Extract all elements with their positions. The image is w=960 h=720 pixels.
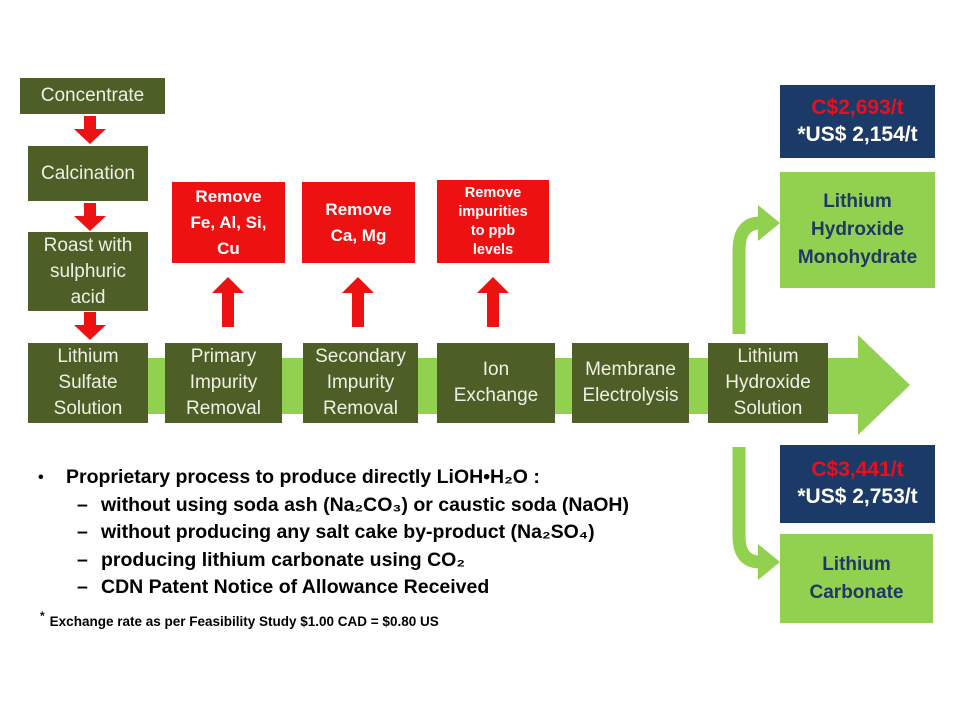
impurity-callout-primary: Remove Fe, Al, Si, Cu xyxy=(172,182,285,263)
dash-marker-icon: – xyxy=(77,548,88,571)
price-cad: C$2,693/t xyxy=(811,95,904,119)
price-cad: C$3,441/t xyxy=(811,458,904,481)
prep-step-roast: Roast with sulphuric acid xyxy=(28,232,148,311)
dash-marker-icon: – xyxy=(77,576,88,598)
notes-sub-bullet-2: – without producing any salt cake by-pro… xyxy=(77,519,698,547)
footnote: * Exchange rate as per Feasibility Study … xyxy=(40,609,439,629)
prep-step-calcination: Calcination xyxy=(28,146,148,201)
notes-bullet: • Proprietary process to produce directl… xyxy=(38,464,698,492)
up-arrow-icon xyxy=(212,277,244,327)
impurity-callout-secondary: Remove Ca, Mg xyxy=(302,182,415,263)
notes-sub-bullet-text: producing lithium carbonate using CO₂ xyxy=(101,548,466,571)
down-arrow-icon xyxy=(74,116,106,144)
price-box-carbonate: C$3,441/t *US$ 2,753/t xyxy=(780,445,935,523)
process-flow-arrow-head xyxy=(858,335,910,435)
notes-block: • Proprietary process to produce directl… xyxy=(38,464,698,602)
branch-arrow-to-monohydrate xyxy=(732,205,780,334)
footnote-text: Exchange rate as per Feasibility Study $… xyxy=(49,614,439,629)
notes-sub-bullet-1: – without using soda ash (Na₂CO₃) or cau… xyxy=(77,492,698,520)
prep-step-concentrate: Concentrate xyxy=(20,78,165,114)
flow-step-ion-exchange: Ion Exchange xyxy=(437,343,555,423)
impurity-callout-ppb: Remove impurities to ppb levels xyxy=(437,180,549,263)
flow-step-primary-impurity-removal: Primary Impurity Removal xyxy=(165,343,282,423)
down-arrow-icon xyxy=(74,203,106,231)
flow-step-secondary-impurity-removal: Secondary Impurity Removal xyxy=(303,343,418,423)
notes-sub-bullet-4: – CDN Patent Notice of Allowance Receive… xyxy=(77,574,698,602)
dash-marker-icon: – xyxy=(77,493,88,516)
flow-step-lithium-hydroxide-solution: Lithium Hydroxide Solution xyxy=(708,343,828,423)
notes-sub-bullet-text: CDN Patent Notice of Allowance Received xyxy=(101,576,490,598)
notes-sub-bullet-text: without producing any salt cake by-produ… xyxy=(101,521,595,543)
notes-sub-bullet-3: – producing lithium carbonate using CO₂ xyxy=(77,547,698,575)
product-box-lithium-hydroxide-monohydrate: Lithium Hydroxide Monohydrate xyxy=(780,172,935,288)
flow-step-lithium-sulfate-solution: Lithium Sulfate Solution xyxy=(28,343,148,423)
bullet-marker-icon: • xyxy=(38,469,44,486)
footnote-asterisk: * xyxy=(40,609,45,623)
price-box-monohydrate: C$2,693/t *US$ 2,154/t xyxy=(780,85,935,158)
product-box-lithium-carbonate: Lithium Carbonate xyxy=(780,534,933,623)
up-arrow-icon xyxy=(342,277,374,327)
flow-step-membrane-electrolysis: Membrane Electrolysis xyxy=(572,343,689,423)
down-arrow-icon xyxy=(74,312,106,340)
up-arrow-icon xyxy=(477,277,509,327)
branch-arrow-to-carbonate xyxy=(732,447,780,580)
price-usd: *US$ 2,753/t xyxy=(797,485,918,508)
notes-sub-bullet-text: without using soda ash (Na₂CO₃) or caust… xyxy=(101,493,629,516)
dash-marker-icon: – xyxy=(77,521,88,543)
price-usd: *US$ 2,154/t xyxy=(797,122,918,146)
notes-bullet-text: Proprietary process to produce directly … xyxy=(66,466,540,488)
